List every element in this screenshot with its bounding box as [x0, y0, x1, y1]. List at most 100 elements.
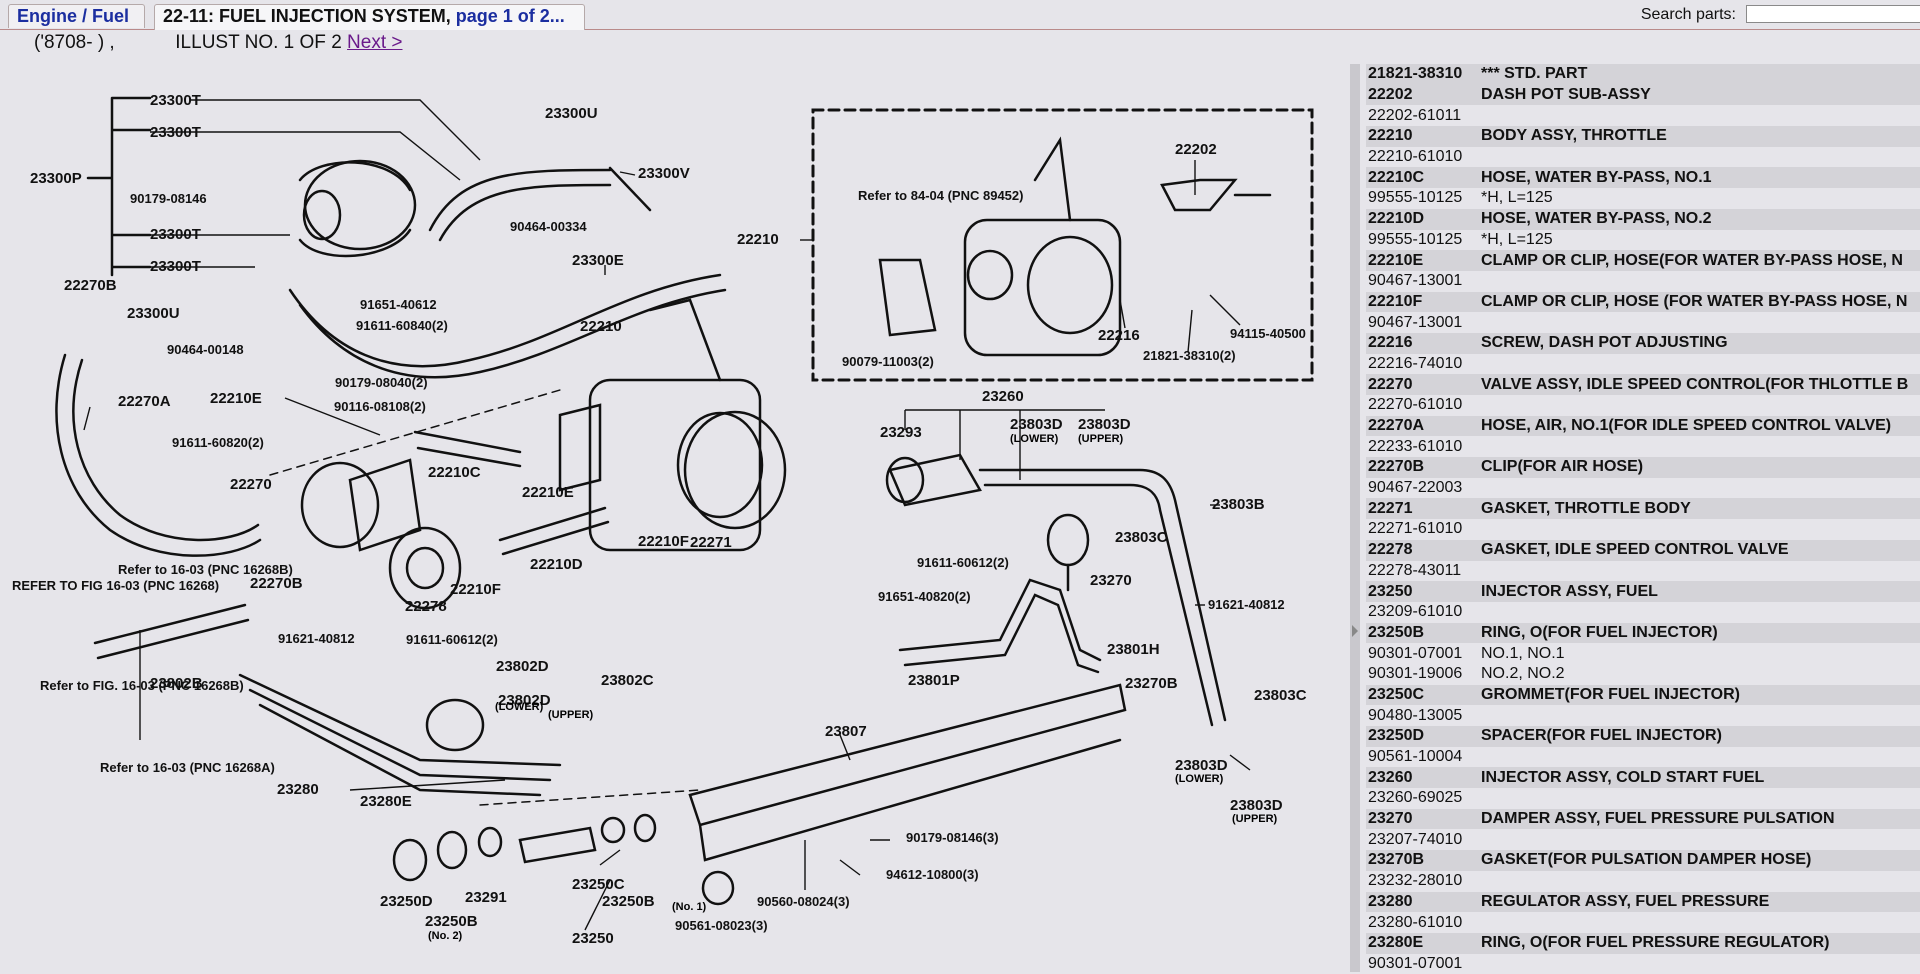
part-number[interactable]: 22278 — [1368, 541, 1413, 559]
part-number-row[interactable]: 90480-13005 — [1366, 705, 1920, 726]
part-number-row[interactable]: 22233-61010 — [1366, 436, 1920, 457]
part-number[interactable]: 90301-07001 — [1368, 644, 1463, 662]
part-number[interactable]: 23250B — [1368, 623, 1425, 641]
part-number[interactable]: 22210-61010 — [1368, 148, 1463, 166]
part-number[interactable]: 23260-69025 — [1368, 789, 1463, 807]
callout-label[interactable]: 23280 — [277, 781, 319, 798]
part-number[interactable]: 23280E — [1368, 934, 1424, 952]
part-number-row[interactable]: 23232-28010 — [1366, 871, 1920, 892]
part-number[interactable]: 21821-38310 — [1368, 65, 1463, 83]
callout-label[interactable]: 91651-40820(2) — [878, 589, 971, 604]
callout-label[interactable]: 22271 — [690, 534, 732, 551]
callout-label[interactable]: 90179-08146 — [130, 191, 207, 206]
callout-label[interactable]: 91621-40812 — [1208, 597, 1285, 612]
callout-label[interactable]: 23802B — [150, 675, 203, 692]
callout-label[interactable]: 22210 — [737, 231, 779, 248]
callout-label[interactable]: 91621-40812 — [278, 631, 355, 646]
part-number[interactable]: 22216-74010 — [1368, 354, 1463, 372]
callout-label[interactable]: 22210D — [530, 556, 583, 573]
part-number-row[interactable]: 99555-10125*H, L=125 — [1366, 230, 1920, 251]
part-number[interactable]: 22278-43011 — [1368, 561, 1462, 579]
callout-label[interactable]: 23300V — [638, 165, 690, 182]
callout-label[interactable]: 23260 — [982, 388, 1024, 405]
callout-label[interactable]: 91611-60820(2) — [172, 435, 264, 450]
callout-label[interactable]: 22210E — [210, 390, 262, 407]
callout-label[interactable]: 23300P — [30, 170, 82, 187]
callout-label[interactable]: 91611-60612(2) — [917, 555, 1009, 570]
callout-label[interactable]: 23803D — [1175, 757, 1228, 774]
part-number[interactable]: 23280 — [1368, 892, 1413, 910]
callout-label[interactable]: 23802D — [496, 658, 549, 675]
callout-label[interactable]: 23807 — [825, 723, 867, 740]
part-number[interactable]: 22271-61010 — [1368, 520, 1463, 538]
part-number[interactable]: 90467-13001 — [1368, 272, 1463, 290]
callout-label[interactable]: 90079-11003(2) — [842, 354, 934, 369]
callout-label[interactable]: 90561-08023(3) — [675, 918, 768, 933]
callout-label[interactable]: 22202 — [1175, 141, 1217, 158]
part-number-row[interactable]: 22202-61011 — [1366, 105, 1920, 126]
part-number[interactable]: 22210E — [1368, 251, 1424, 269]
part-number-row[interactable]: 23209-61010 — [1366, 602, 1920, 623]
collapse-arrow-icon[interactable] — [1352, 625, 1358, 637]
callout-label[interactable]: 23300U — [127, 305, 180, 322]
callout-label[interactable]: 91611-60612(2) — [406, 632, 498, 647]
callout-label[interactable]: 23801H — [1107, 641, 1160, 658]
part-number[interactable]: 23207-74010 — [1368, 830, 1463, 848]
callout-label[interactable]: 23250B — [602, 893, 655, 910]
callout-label[interactable]: 23803D — [1078, 416, 1131, 433]
part-number-row[interactable]: 90467-13001 — [1366, 271, 1920, 292]
callout-label[interactable]: 23803D — [1230, 797, 1283, 814]
part-number[interactable]: 23250 — [1368, 582, 1413, 600]
callout-label[interactable]: 90464-00148 — [167, 342, 244, 357]
part-number[interactable]: 22216 — [1368, 334, 1413, 352]
tab-engine-fuel[interactable]: Engine / Fuel — [8, 4, 145, 28]
callout-label[interactable]: 23250B — [425, 913, 478, 930]
part-number-row[interactable]: 22210-61010 — [1366, 147, 1920, 168]
callout-label[interactable]: 23802D — [498, 692, 551, 709]
callout-label[interactable]: 22210 — [580, 318, 622, 335]
callout-label[interactable]: 23803C — [1115, 529, 1168, 546]
callout-label[interactable]: 23802C — [601, 672, 654, 689]
callout-label[interactable]: 23803C — [1254, 687, 1307, 704]
callout-label[interactable]: 22210C — [428, 464, 481, 481]
part-number-row[interactable]: 22270-61010 — [1366, 395, 1920, 416]
part-number[interactable]: 22210F — [1368, 292, 1423, 310]
part-number[interactable]: 22202-61011 — [1368, 106, 1462, 124]
part-number[interactable]: 22210 — [1368, 127, 1413, 145]
part-number-row[interactable]: 23260-69025 — [1366, 788, 1920, 809]
part-number[interactable]: 90561-10004 — [1368, 748, 1463, 766]
callout-label[interactable]: 23300T — [150, 92, 201, 109]
callout-label[interactable]: 23250 — [572, 930, 614, 947]
part-number-row[interactable]: 23280-61010 — [1366, 912, 1920, 933]
part-number[interactable]: 22270B — [1368, 458, 1425, 476]
part-number[interactable]: 90301-07001 — [1368, 954, 1463, 972]
part-number[interactable]: 22270 — [1368, 375, 1413, 393]
callout-label[interactable]: 22270B — [250, 575, 303, 592]
part-number[interactable]: 90301-19006 — [1368, 665, 1463, 683]
search-input[interactable] — [1746, 5, 1920, 23]
part-number[interactable]: 23270 — [1368, 810, 1413, 828]
part-number-row[interactable]: 90467-13001 — [1366, 312, 1920, 333]
part-number[interactable]: 23280-61010 — [1368, 913, 1463, 931]
callout-label[interactable]: 94115-40500 — [1230, 326, 1306, 341]
callout-label[interactable]: 21821-38310(2) — [1143, 348, 1236, 363]
part-number[interactable]: 23232-28010 — [1368, 872, 1463, 890]
callout-label[interactable]: 91651-40612 — [360, 297, 437, 312]
